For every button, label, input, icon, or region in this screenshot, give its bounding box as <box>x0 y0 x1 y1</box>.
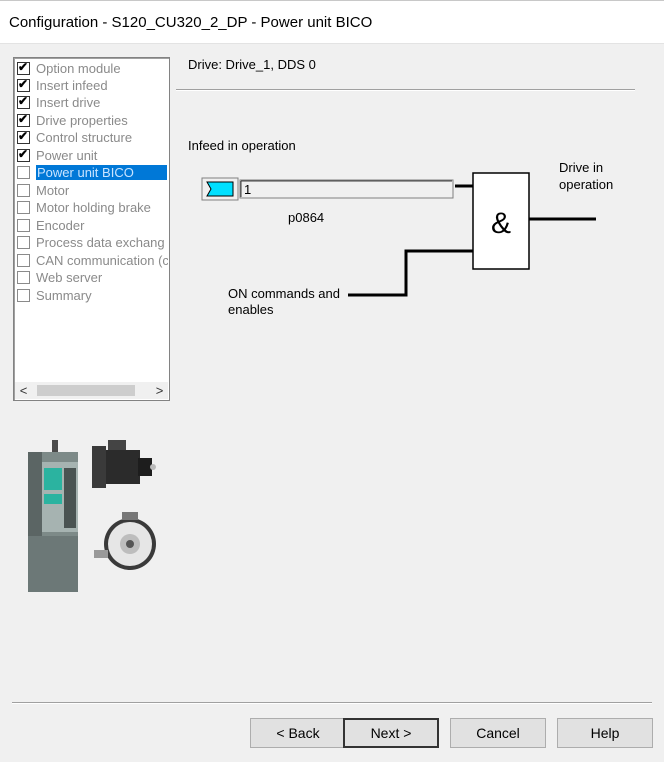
step-checkbox <box>17 112 30 127</box>
on-commands-wire <box>348 249 474 297</box>
step-checkbox <box>17 60 30 75</box>
scrollbar-thumb[interactable] <box>37 385 135 396</box>
step-option-module[interactable]: Option module <box>16 60 168 77</box>
step-checkbox <box>17 236 30 249</box>
step-checkbox <box>17 147 30 162</box>
step-control-structure[interactable]: Control structure <box>16 129 168 146</box>
step-summary[interactable]: Summary <box>16 287 168 304</box>
header-divider <box>176 89 635 90</box>
bico-logic-diagram: Infeed in operation 1 p0864 & Drive in o… <box>188 138 613 317</box>
encoder-image <box>94 512 156 570</box>
back-button[interactable]: < Back <box>250 718 346 748</box>
step-checkbox <box>17 184 30 197</box>
and-gate-symbol: & <box>491 207 511 240</box>
drive-module-image <box>28 440 78 592</box>
title-bar: Configuration - S120_CU320_2_DP - Power … <box>0 0 664 44</box>
step-drive-properties[interactable]: Drive properties <box>16 112 168 129</box>
and-gate <box>472 172 530 270</box>
drive-label: Drive: Drive_1, DDS 0 <box>188 57 316 72</box>
step-web-server[interactable]: Web server <box>16 269 168 286</box>
bico-connector-button[interactable] <box>201 177 239 201</box>
scroll-left-icon[interactable]: < <box>19 383 28 398</box>
step-insert-drive[interactable]: Insert drive <box>16 94 168 111</box>
step-checkbox <box>17 271 30 284</box>
parameter-label: p0864 <box>288 210 324 225</box>
motor-image <box>92 440 156 488</box>
on-commands-label-line1: ON commands and <box>228 286 340 301</box>
step-process-data-exchange[interactable]: Process data exchang <box>16 234 168 251</box>
footer-divider <box>12 702 652 703</box>
horizontal-scrollbar[interactable]: < > <box>15 382 168 399</box>
step-checkbox <box>17 77 30 92</box>
input-value-field[interactable]: 1 <box>239 179 454 199</box>
step-checkbox <box>17 166 30 179</box>
step-checkbox <box>17 254 30 267</box>
step-checkbox <box>17 219 30 232</box>
infeed-label: Infeed in operation <box>188 138 296 153</box>
step-power-unit-bico[interactable]: Power unit BICO <box>16 164 168 181</box>
step-motor[interactable]: Motor <box>16 182 168 199</box>
step-insert-infeed[interactable]: Insert infeed <box>16 77 168 94</box>
step-checkbox <box>17 289 30 302</box>
output-label-line2: operation <box>559 177 613 192</box>
step-can-communication[interactable]: CAN communication (c <box>16 252 168 269</box>
wizard-step-list[interactable]: Option module Insert infeed Insert drive… <box>13 57 170 401</box>
next-button[interactable]: Next > <box>343 718 439 748</box>
on-commands-label-line2: enables <box>228 302 274 317</box>
step-encoder[interactable]: Encoder <box>16 217 168 234</box>
step-checkbox <box>17 129 30 144</box>
bico-connector-icon <box>206 181 234 197</box>
window-title: Configuration - S120_CU320_2_DP - Power … <box>9 14 373 31</box>
cancel-button[interactable]: Cancel <box>450 718 546 748</box>
step-checkbox <box>17 94 30 109</box>
step-checkbox <box>17 201 30 214</box>
step-power-unit[interactable]: Power unit <box>16 147 168 164</box>
step-motor-holding-brake[interactable]: Motor holding brake <box>16 199 168 216</box>
scroll-right-icon[interactable]: > <box>155 383 164 398</box>
output-label-line1: Drive in <box>559 160 603 175</box>
input-value: 1 <box>244 182 251 197</box>
drive-hardware-illustration <box>28 440 156 592</box>
help-button[interactable]: Help <box>557 718 653 748</box>
